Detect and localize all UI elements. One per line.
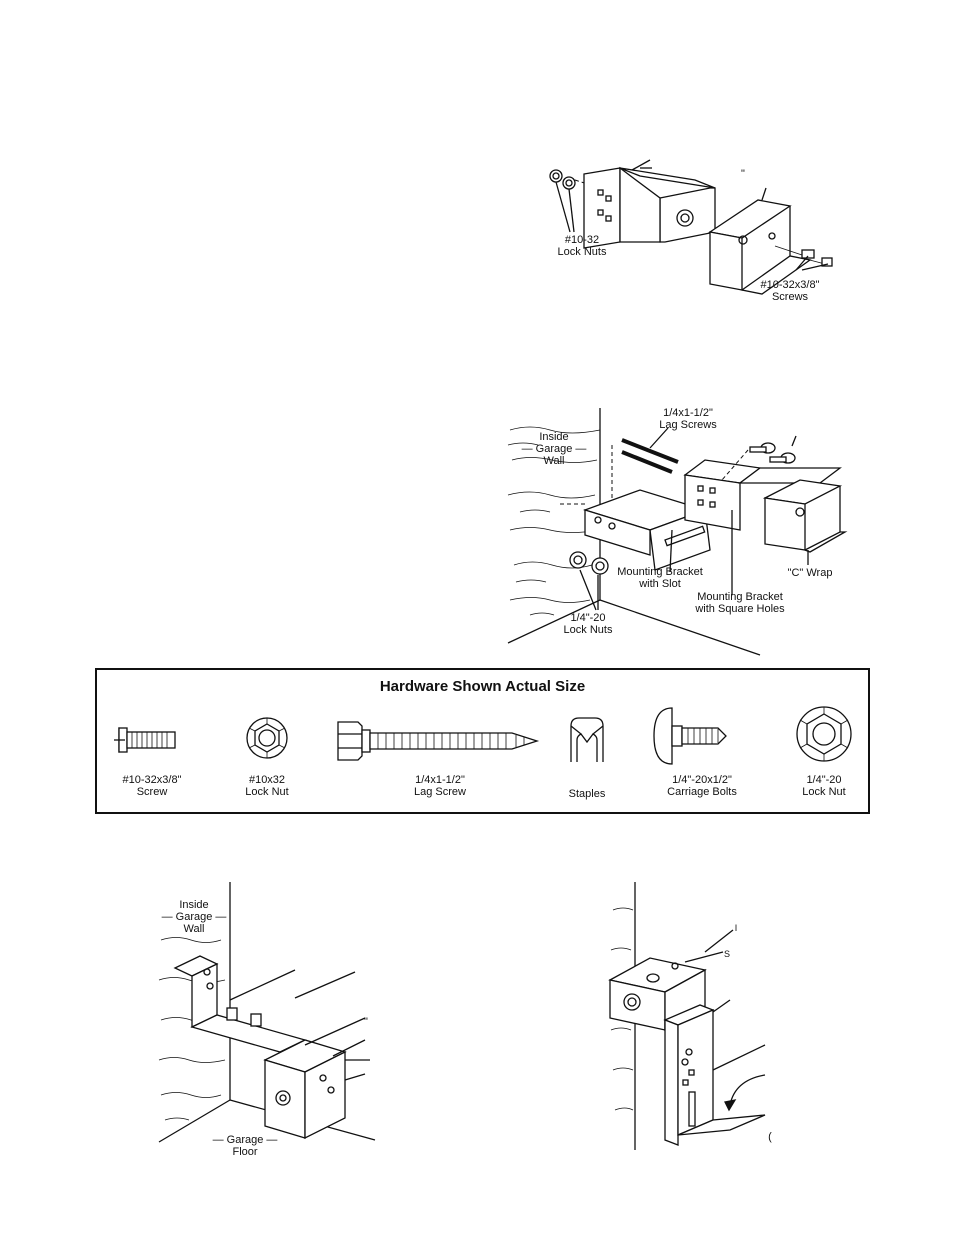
c-wrap-drawing xyxy=(263,1039,347,1140)
lock-nuts-label: 1/4"-20 Lock Nuts xyxy=(563,612,613,636)
wall-bracket-drawing xyxy=(173,955,307,1053)
lock-nut-icon xyxy=(549,169,576,190)
vertical-install-drawing xyxy=(608,882,766,1150)
c-wrap-label: "C" Wrap xyxy=(787,567,833,579)
slot-bracket-label: Mounting Bracket with Slot xyxy=(617,566,703,590)
carriage-bolt-icon xyxy=(749,442,796,464)
lag-screw-icon xyxy=(337,721,540,761)
floor-install-drawing xyxy=(158,882,376,1143)
square-bracket-label: Mounting Bracket with Square Holes xyxy=(695,591,785,615)
wall-mount-drawing xyxy=(507,408,848,656)
lock-nuts-label: #10-32 Lock Nuts xyxy=(557,234,607,258)
lag-screw-icon xyxy=(621,438,679,474)
wall-label: Inside — Garage — Wall xyxy=(521,431,587,467)
figure-bracket-assembly: #10-32 Lock Nuts #10-32x3/8" Screws " xyxy=(540,159,860,310)
square-hole-bracket-drawing xyxy=(683,459,842,531)
large-lock-nut-icon xyxy=(796,706,852,762)
figure-wall-mount: Inside — Garage — Wall 1/4x1-1/2" Lag Sc… xyxy=(500,400,870,656)
quote-mark-label: " xyxy=(741,168,745,180)
machine-screw-icon xyxy=(114,727,176,753)
bracket-assembly-drawing xyxy=(549,159,833,295)
callout-c-label: ( xyxy=(768,1131,772,1143)
c-wrap-drawing xyxy=(708,187,812,295)
lag-screws-label: 1/4x1-1/2" Lag Screws xyxy=(659,407,717,431)
callout-i-label: I xyxy=(734,923,738,933)
small-lock-nut-item: #10x32 Lock Nut xyxy=(207,700,327,810)
wall-bracket-drawing xyxy=(608,957,707,1032)
hardware-panel: Hardware Shown Actual Size #10-32x3/8" S… xyxy=(95,668,870,814)
staple-icon xyxy=(570,717,604,762)
slot-bracket-drawing xyxy=(582,489,711,571)
wall-label: Inside — Garage — Wall xyxy=(161,899,227,935)
carriage-bolt-icon xyxy=(653,707,727,765)
quote-mark-label: " xyxy=(364,1016,368,1028)
small-lock-nut-icon xyxy=(246,717,288,759)
machine-screw-item: #10-32x3/8" Screw xyxy=(92,700,212,810)
screw-icon xyxy=(774,245,833,267)
lag-screw-item: 1/4x1-1/2" Lag Screw xyxy=(332,700,552,810)
hardware-caption: Staples xyxy=(568,788,606,800)
carriage-bolt-icon xyxy=(226,1007,262,1027)
hardware-caption: 1/4"-20x1/2" Carriage Bolts xyxy=(667,774,737,798)
hardware-caption: 1/4x1-1/2" Lag Screw xyxy=(414,774,466,798)
lock-nut-icon xyxy=(569,551,609,575)
hardware-title: Hardware Shown Actual Size xyxy=(379,678,586,695)
figure-vertical-install: I S ( xyxy=(605,880,785,1160)
l-bracket-drawing xyxy=(583,166,716,249)
screws-label: #10-32x3/8" Screws xyxy=(760,279,820,303)
hardware-caption: #10x32 Lock Nut xyxy=(245,774,289,798)
hardware-caption: 1/4"-20 Lock Nut xyxy=(802,774,846,798)
carriage-bolt-item: 1/4"-20x1/2" Carriage Bolts xyxy=(642,700,762,810)
staple-item: Staples xyxy=(527,700,647,810)
large-lock-nut-item: 1/4"-20 Lock Nut xyxy=(764,700,884,810)
callout-s-label: S xyxy=(723,949,730,959)
figure-floor-install: Inside — Garage — Wall — Garage — Floor … xyxy=(155,880,380,1160)
hardware-caption: #10-32x3/8" Screw xyxy=(122,774,182,798)
c-wrap-drawing xyxy=(762,479,848,553)
vertical-bracket-drawing xyxy=(663,1004,766,1146)
floor-label: — Garage — Floor xyxy=(212,1134,278,1158)
